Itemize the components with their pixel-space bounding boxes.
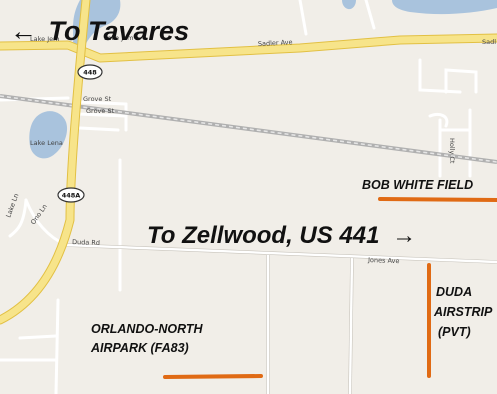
label-bob-white-field: BOB WHITE FIELD xyxy=(362,178,473,192)
water-top-right xyxy=(392,0,497,15)
destination-tavares: ← To Tavares xyxy=(10,16,189,46)
water-label-lake-lena: Lake Lena xyxy=(30,139,63,147)
road-label-holly-ct: Holly Ct xyxy=(448,138,456,164)
label-duda-line1: DUDA xyxy=(436,285,472,299)
road-label-lake-jem: Lake Jem xyxy=(30,35,59,43)
railroad xyxy=(0,94,497,164)
road-label-jones-ave: Jones Ave xyxy=(367,256,400,265)
highways xyxy=(0,0,497,325)
airstrip-bob-white xyxy=(378,197,497,202)
minor-road-outlines xyxy=(65,243,497,394)
water-top-mid xyxy=(342,0,356,10)
label-duda-line2: AIRSTRIP xyxy=(433,305,493,319)
arrow-right-icon: → xyxy=(392,222,416,249)
road-label-sadler-right: Sadl xyxy=(482,38,496,46)
airstrips xyxy=(163,197,497,379)
airstrip-orlando-north xyxy=(163,374,263,379)
label-orlando-north-line1: ORLANDO-NORTH xyxy=(91,322,204,336)
label-duda-line3: (PVT) xyxy=(438,325,471,339)
shield-448: 448 xyxy=(77,64,103,80)
label-orlando-north-line2: AIRPARK (FA83) xyxy=(90,341,189,355)
road-label-duda-rd: Duda Rd xyxy=(72,238,100,247)
road-label-grove-st-2: Grove St xyxy=(86,107,115,115)
shield-448a-label: 448A xyxy=(62,192,81,200)
shield-448-label: 448 xyxy=(83,69,97,77)
water-small xyxy=(34,139,44,152)
destination-zellwood: To Zellwood, US 441 → xyxy=(147,222,416,249)
road-label-grove-st: Grove St xyxy=(83,95,112,103)
arrow-left-icon: ← xyxy=(10,16,37,46)
shield-448a: 448A xyxy=(57,187,85,203)
road-label-lake-jem-2: Lake Jem xyxy=(104,34,133,42)
road-label-sadler-ave: Sadler Ave xyxy=(258,38,293,48)
